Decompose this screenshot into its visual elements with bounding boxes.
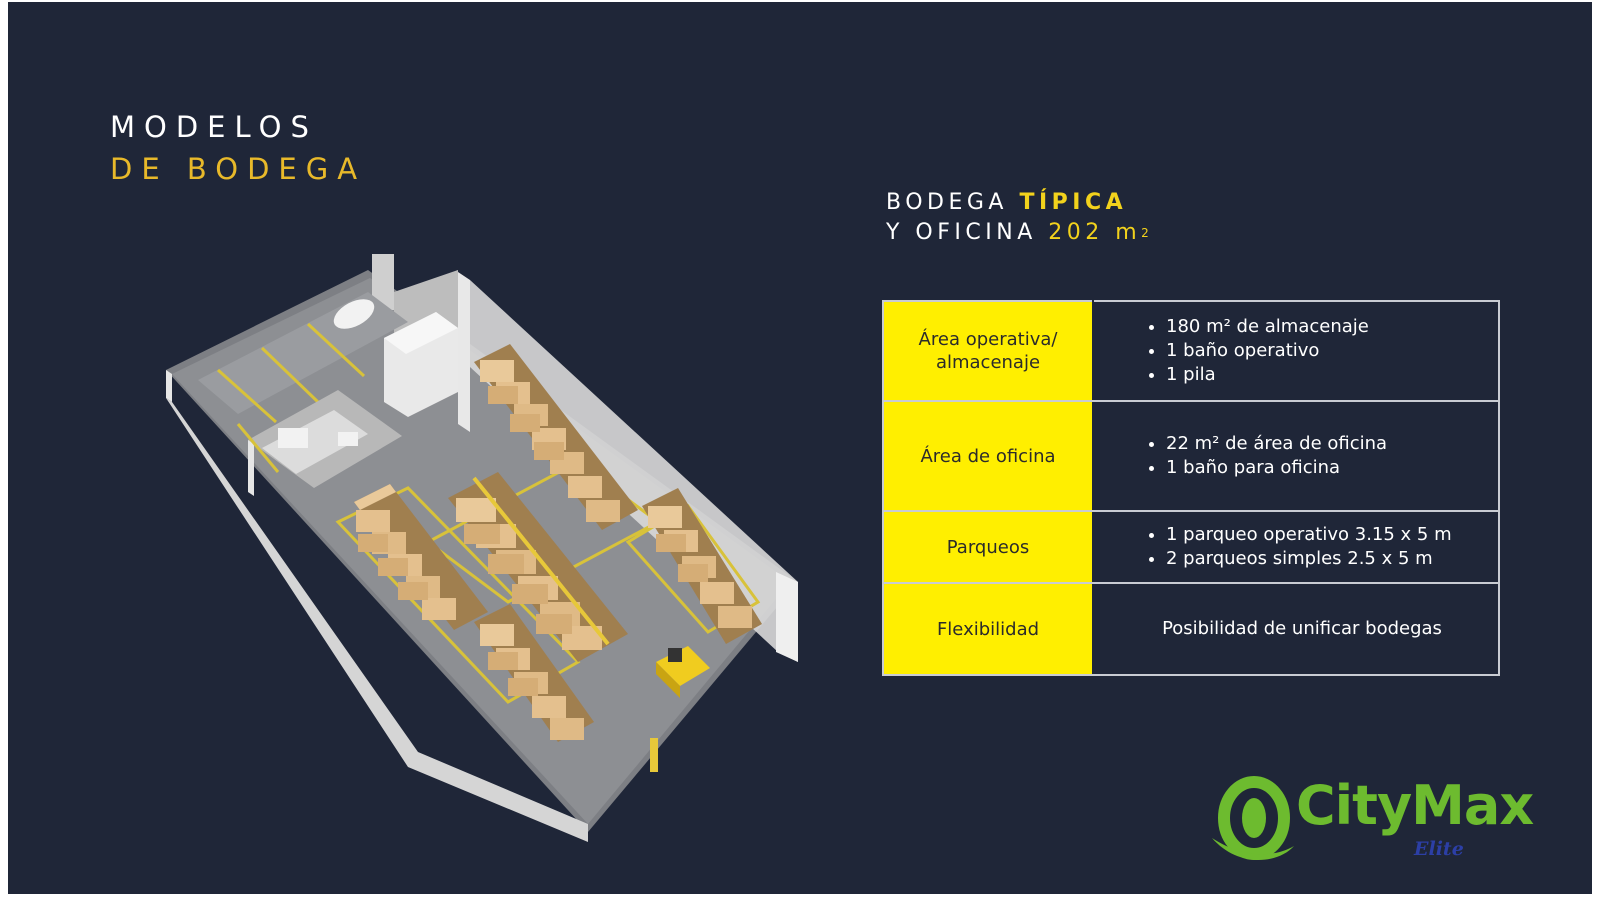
- logo-wordmark: CityMax: [1296, 774, 1534, 837]
- list-item: 1 pila: [1166, 363, 1486, 387]
- title-line-1: MODELOS: [110, 110, 318, 144]
- list-item: 1 parqueo operativo 3.15 x 5 m: [1166, 523, 1486, 547]
- list-item: 1 baño operativo: [1166, 339, 1486, 363]
- spec-label-oficina: Área de oficina: [882, 400, 1094, 512]
- spec-value-flexibilidad: Posibilidad de unificar bodegas: [1092, 582, 1500, 676]
- table-row: Área de oficina 22 m² de área de oficina…: [882, 400, 1500, 512]
- spec-label-flexibilidad: Flexibilidad: [882, 582, 1094, 676]
- model-title-line-2: Y OFICINA: [886, 220, 1049, 245]
- spec-label-operativa: Área operativa/ almacenaje: [882, 300, 1094, 402]
- model-title-prefix: BODEGA: [886, 190, 1020, 215]
- specs-table: Área operativa/ almacenaje 180 m² de alm…: [882, 300, 1500, 676]
- citymax-logo: CityMax Elite: [1208, 772, 1588, 882]
- spec-value-oficina: 22 m² de área de oficina 1 baño para ofi…: [1092, 400, 1500, 512]
- list-item: 180 m² de almacenaje: [1166, 315, 1486, 339]
- list-item: 22 m² de área de oficina: [1166, 432, 1486, 456]
- warehouse-render-image: [166, 254, 798, 842]
- model-area: 202 m2: [1048, 220, 1149, 245]
- title-line-2: DE BODEGA: [110, 152, 367, 186]
- spec-value-parqueos: 1 parqueo operativo 3.15 x 5 m 2 parqueo…: [1092, 510, 1500, 584]
- spec-label-parqueos: Parqueos: [882, 510, 1094, 584]
- table-row: Área operativa/ almacenaje 180 m² de alm…: [882, 300, 1500, 402]
- model-title: BODEGA TÍPICA Y OFICINA 202 m2: [886, 188, 1149, 248]
- slide: MODELOS DE BODEGA BODEGA TÍPICA Y OFICIN…: [8, 2, 1592, 894]
- table-row: Parqueos 1 parqueo operativo 3.15 x 5 m …: [882, 510, 1500, 584]
- model-title-highlight: TÍPICA: [1019, 190, 1128, 215]
- table-row: Flexibilidad Posibilidad de unificar bod…: [882, 582, 1500, 676]
- logo-tagline: Elite: [1414, 838, 1464, 860]
- page-title: MODELOS DE BODEGA: [110, 106, 366, 190]
- citymax-swoosh-icon: [1212, 776, 1294, 861]
- list-item: 1 baño para oficina: [1166, 456, 1486, 480]
- spec-value-operativa: 180 m² de almacenaje 1 baño operativo 1 …: [1092, 300, 1500, 402]
- list-item: 2 parqueos simples 2.5 x 5 m: [1166, 547, 1486, 571]
